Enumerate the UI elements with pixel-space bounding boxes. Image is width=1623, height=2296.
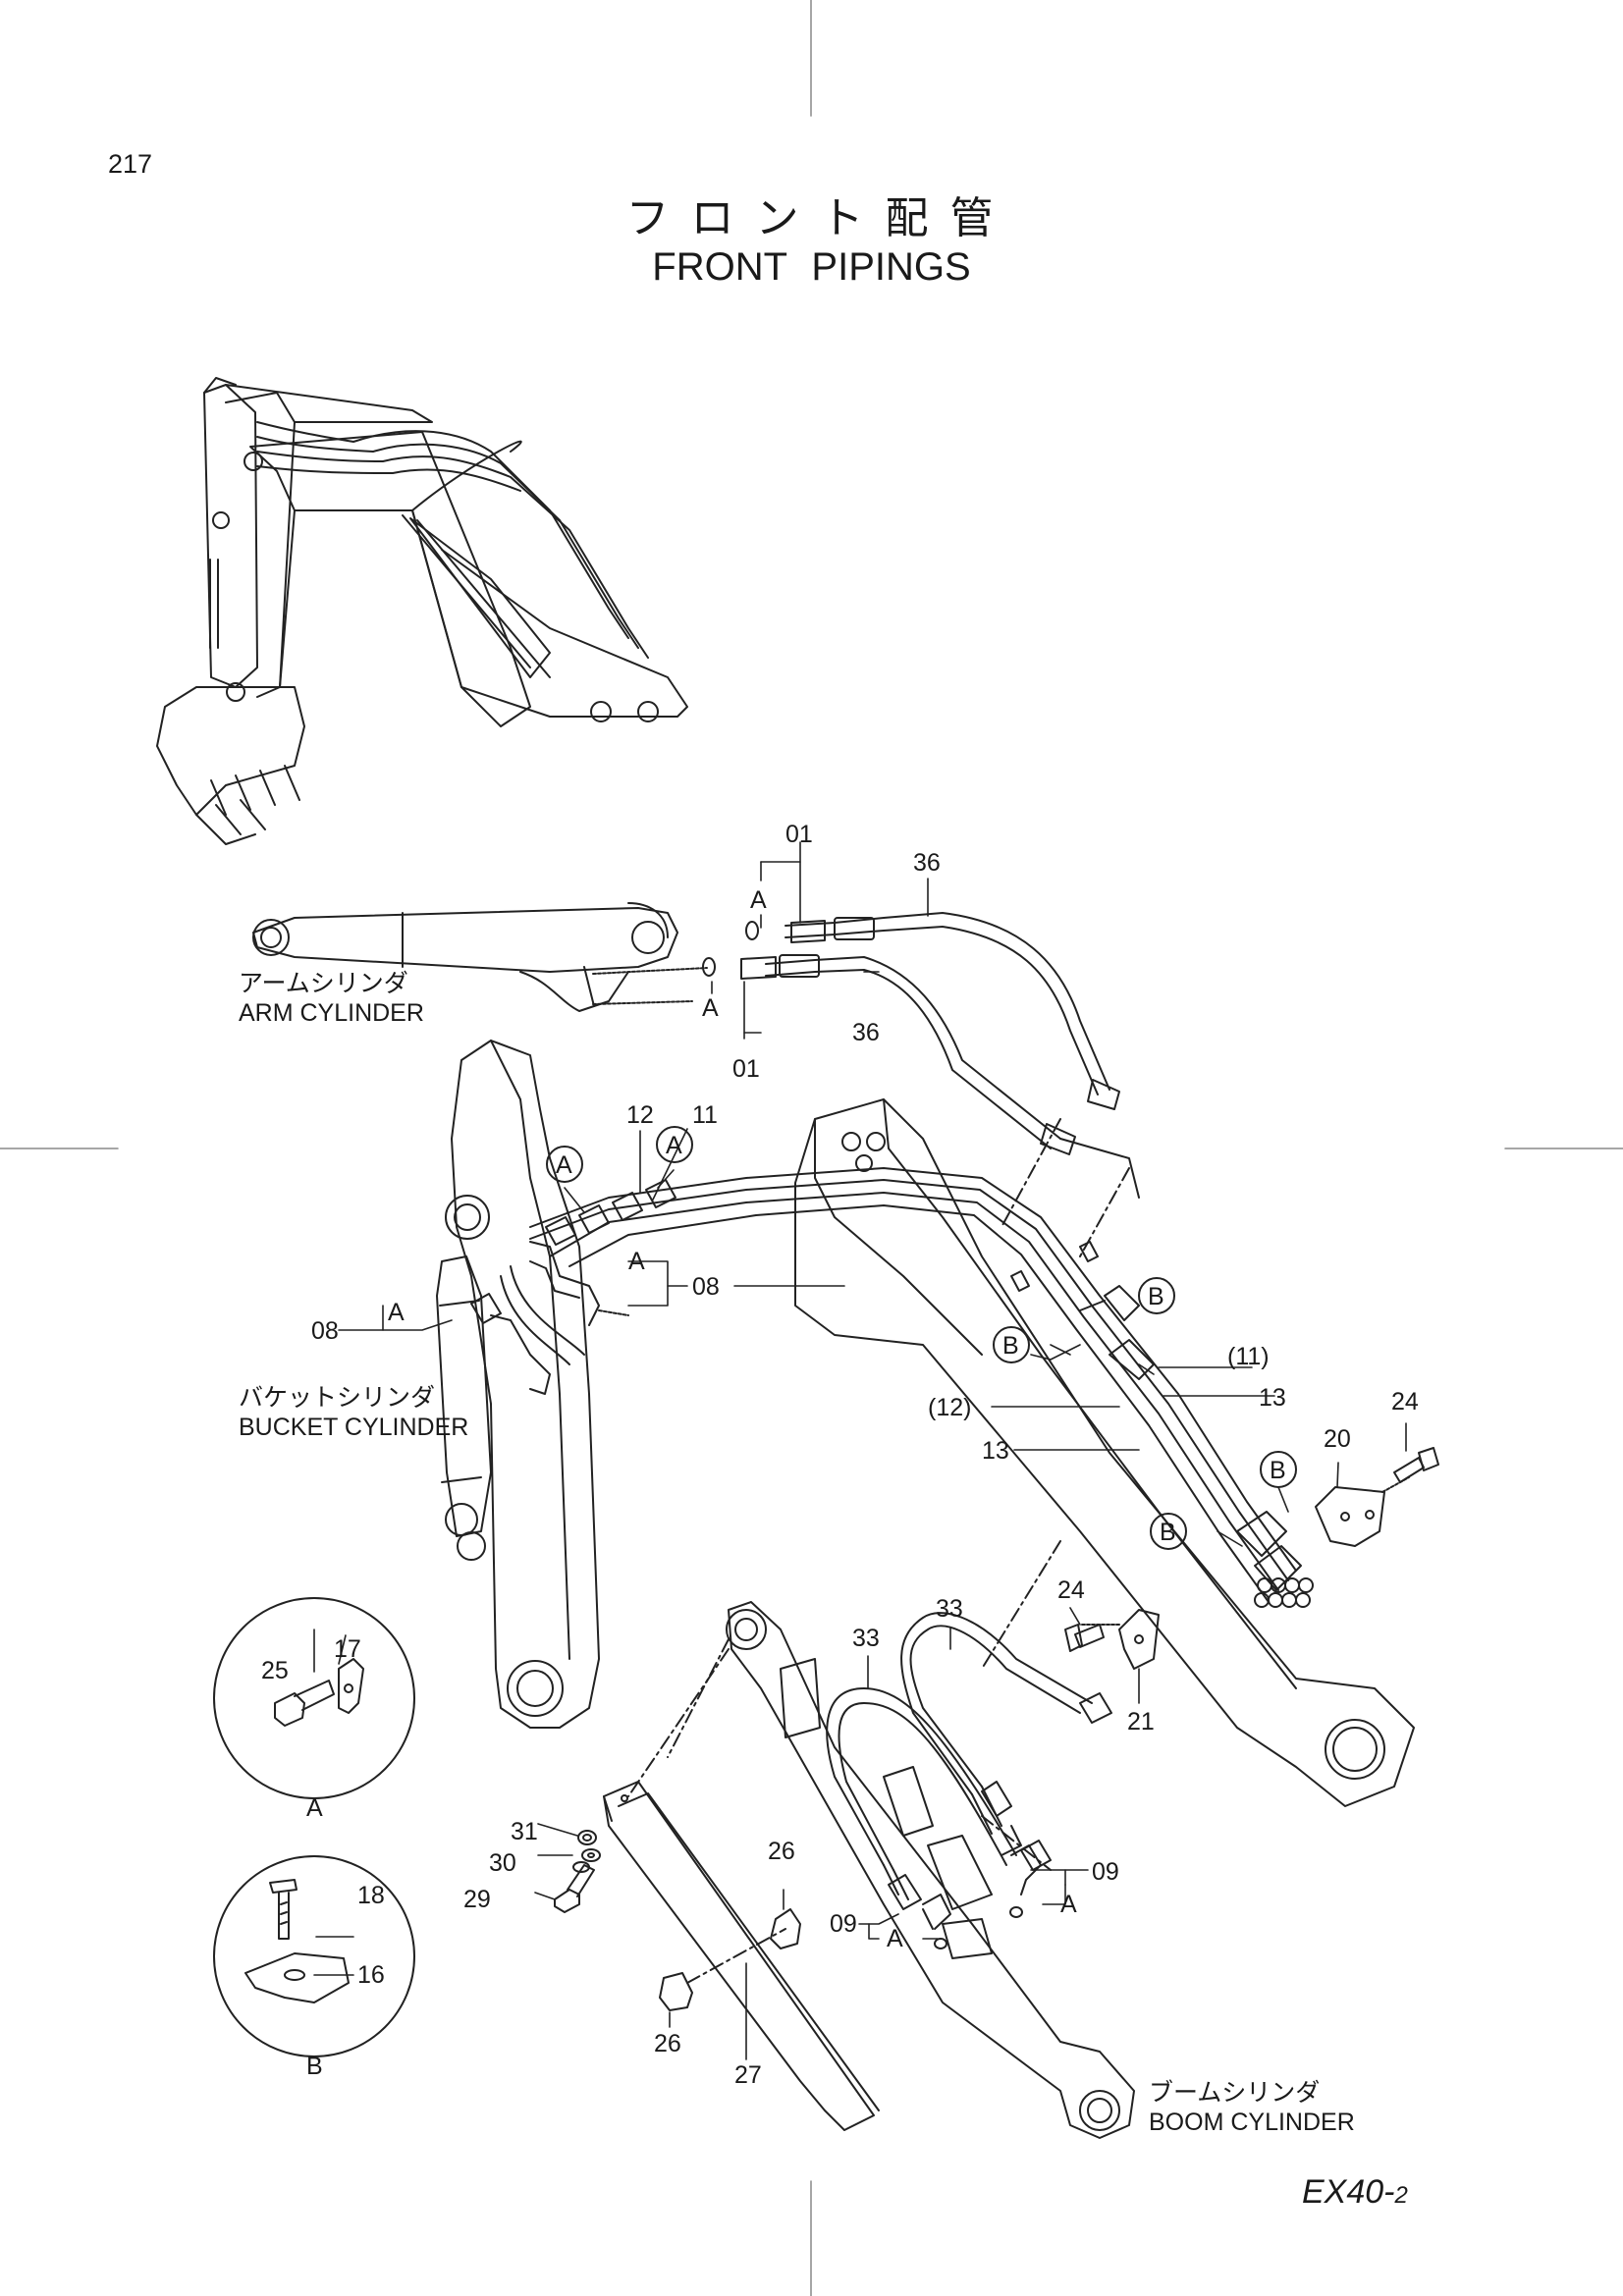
main-boom bbox=[794, 1098, 1415, 1807]
circle-a-2: A bbox=[666, 1132, 682, 1159]
detail-view-b bbox=[213, 1855, 415, 2057]
label-11: 11 bbox=[692, 1101, 718, 1129]
circle-b-1: B bbox=[1148, 1283, 1164, 1310]
callout-labels: 01 36 A A 36 01 12 11 A A A 08 08 A B B … bbox=[239, 821, 1419, 2136]
label-a-bot: A bbox=[702, 994, 719, 1022]
circle-markers bbox=[546, 1126, 1297, 1550]
label-26-bot: 26 bbox=[654, 2030, 681, 2057]
hose-guard bbox=[603, 1648, 880, 2131]
label-36-bot: 36 bbox=[852, 1019, 880, 1046]
arm bbox=[445, 1040, 600, 1729]
label-a-08r: A bbox=[628, 1248, 645, 1275]
label-18: 18 bbox=[357, 1882, 385, 1909]
circle-a-1: A bbox=[556, 1151, 572, 1179]
arm-cylinder bbox=[252, 902, 708, 1012]
label-17: 17 bbox=[334, 1635, 361, 1663]
label-31: 31 bbox=[511, 1818, 538, 1845]
label-29: 29 bbox=[463, 1886, 491, 1913]
boom-cylinder-en: BOOM CYLINDER bbox=[1149, 2109, 1355, 2136]
label-11-paren: (11) bbox=[1227, 1343, 1270, 1370]
label-a-09r: A bbox=[1060, 1891, 1077, 1918]
label-13-a: 13 bbox=[1259, 1384, 1286, 1412]
bucket-cylinder-jp: バケットシリンダ bbox=[239, 1384, 435, 1412]
label-25: 25 bbox=[261, 1657, 289, 1684]
boom-cylinder bbox=[667, 1601, 1135, 2139]
label-12-paren: (12) bbox=[928, 1394, 971, 1421]
label-33-b: 33 bbox=[852, 1625, 880, 1652]
label-12: 12 bbox=[626, 1101, 654, 1129]
label-24-top: 24 bbox=[1391, 1388, 1419, 1415]
label-13-b: 13 bbox=[982, 1437, 1009, 1465]
model-main: EX40- bbox=[1302, 2173, 1395, 2211]
leader-lines bbox=[313, 841, 1407, 2060]
label-09-right: 09 bbox=[1092, 1858, 1119, 1886]
bucket-cylinder bbox=[436, 1255, 492, 1537]
boom-cylinder-jp: ブームシリンダ bbox=[1149, 2079, 1320, 2107]
model-number: EX40-2 bbox=[1302, 2173, 1408, 2212]
overview-excavator-front bbox=[156, 377, 688, 845]
bracket-21 bbox=[1079, 1609, 1160, 1670]
label-26-top: 26 bbox=[768, 1838, 795, 1865]
title-japanese: フロント配管 bbox=[625, 194, 1015, 242]
arm-cylinder-jp: アームシリンダ bbox=[239, 970, 408, 997]
label-30: 30 bbox=[489, 1849, 516, 1877]
arm-cylinder-hoses bbox=[702, 912, 1140, 1199]
label-20: 20 bbox=[1324, 1425, 1351, 1453]
detail-label-b: B bbox=[306, 2053, 323, 2080]
arm-fittings bbox=[470, 1179, 676, 1395]
bucket-cylinder-en: BUCKET CYLINDER bbox=[239, 1414, 468, 1441]
arm-cylinder-en: ARM CYLINDER bbox=[239, 999, 424, 1027]
fittings-09 bbox=[922, 1844, 1042, 1930]
title-english: FRONT PIPINGS bbox=[652, 245, 971, 289]
label-08-left: 08 bbox=[311, 1317, 339, 1345]
label-a-09l: A bbox=[887, 1925, 903, 1952]
model-sub: 2 bbox=[1394, 2182, 1408, 2209]
label-33-a: 33 bbox=[936, 1595, 963, 1623]
detail-view-a bbox=[213, 1597, 415, 1799]
label-24-mid: 24 bbox=[1057, 1576, 1085, 1604]
circle-b-4: B bbox=[1160, 1519, 1176, 1546]
bolt-29-washers bbox=[554, 1830, 601, 1913]
label-01-top: 01 bbox=[785, 821, 813, 848]
label-21: 21 bbox=[1127, 1708, 1155, 1735]
label-27: 27 bbox=[734, 2061, 762, 2089]
label-08-right: 08 bbox=[692, 1273, 720, 1301]
page-number: 217 bbox=[108, 149, 153, 179]
bolt-24-mid bbox=[1064, 1624, 1105, 1652]
boom-pipe-bundle bbox=[529, 1118, 1314, 1608]
circle-b-3: B bbox=[1270, 1457, 1286, 1484]
detail-label-a: A bbox=[306, 1794, 323, 1822]
label-a-08l: A bbox=[388, 1299, 405, 1326]
label-16: 16 bbox=[357, 1961, 385, 1989]
label-09-left: 09 bbox=[830, 1910, 857, 1938]
label-01-bot: 01 bbox=[732, 1055, 760, 1083]
bracket-20 bbox=[1315, 1476, 1410, 1547]
label-36-top: 36 bbox=[913, 849, 941, 877]
bolt-24-top bbox=[1393, 1447, 1439, 1483]
circle-b-2: B bbox=[1002, 1332, 1019, 1360]
label-a-top: A bbox=[750, 886, 767, 914]
